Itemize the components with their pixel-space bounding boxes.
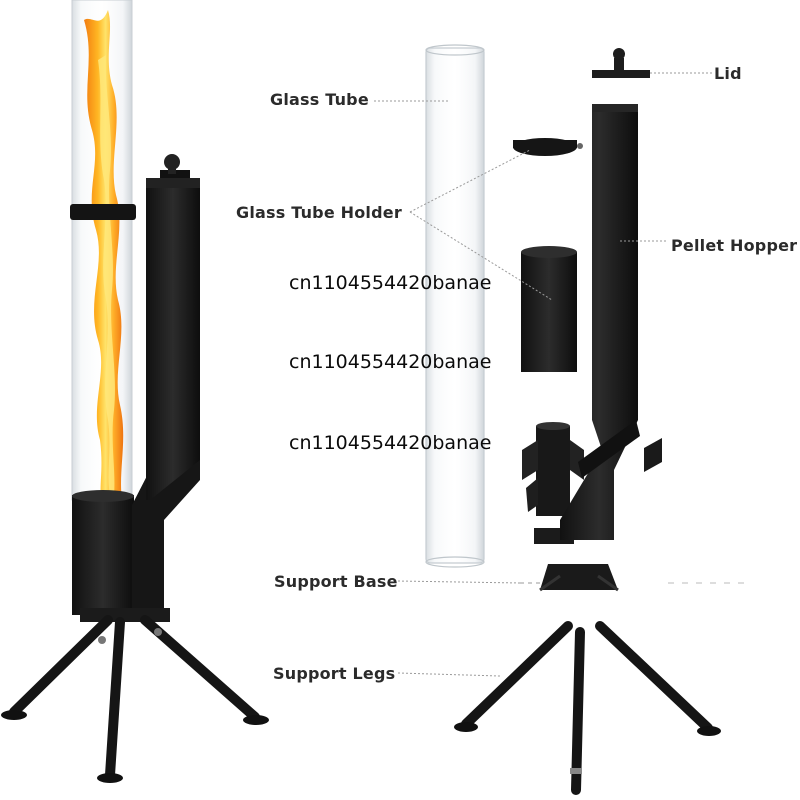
exploded-support-base (539, 564, 619, 592)
label-glass-tube: Glass Tube (270, 90, 369, 109)
exploded-view (425, 44, 721, 795)
exploded-legs (454, 621, 721, 795)
watermark-text: cn1104554420banae (289, 432, 492, 454)
exploded-pellet-hopper (560, 104, 640, 540)
exploded-burner-cup (521, 246, 577, 372)
exploded-tube-holder (513, 138, 583, 156)
exploded-lid (592, 48, 650, 78)
assembled-pellet-hopper (146, 180, 200, 500)
label-support-legs: Support Legs (273, 664, 396, 683)
exploded-glass-tube (425, 47, 485, 564)
label-pellet-hopper: Pellet Hopper (671, 236, 798, 255)
watermark-text: cn1104554420banae (289, 351, 492, 373)
assembled-leg-center (105, 617, 125, 780)
flame-core (98, 55, 115, 495)
assembled-leg-right (140, 615, 260, 722)
exploded-side-plate (644, 438, 662, 472)
leader-lines (374, 72, 712, 677)
assembled-tube-holder (70, 204, 136, 220)
watermark-text: cn1104554420banae (289, 272, 492, 294)
assembled-stove (1, 0, 269, 783)
label-support-base: Support Base (274, 572, 398, 591)
assembled-leg-left (9, 615, 113, 717)
label-glass-tube-holder: Glass Tube Holder (236, 203, 402, 222)
label-lid: Lid (714, 64, 742, 83)
assembled-burner-cup (72, 495, 134, 615)
